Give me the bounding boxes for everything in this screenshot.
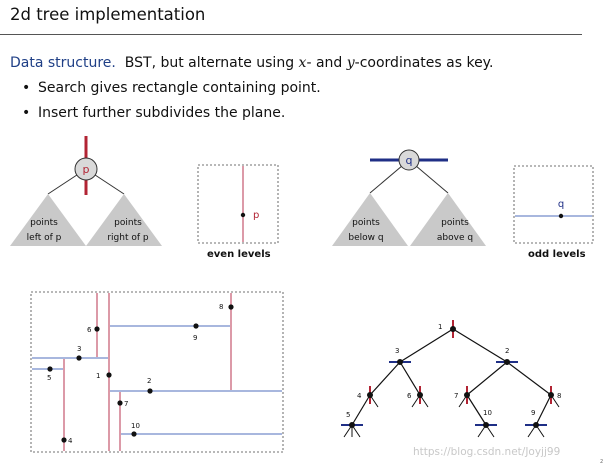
- subtree-label: points: [30, 218, 58, 228]
- tree-node-label: 8: [557, 392, 561, 400]
- plane-point-label: 3: [77, 345, 81, 353]
- tree-edge: [351, 394, 371, 426]
- tree-edge: [399, 328, 454, 363]
- tree-node-6: [417, 392, 423, 398]
- tree-node-10: [483, 422, 489, 428]
- above-subtree-triangle: [410, 193, 486, 246]
- tree-node-label: 6: [407, 392, 412, 400]
- even-level-region: p: [197, 164, 279, 244]
- tree-node-label: 9: [531, 409, 535, 417]
- intro-lead: Data structure.: [10, 55, 116, 71]
- point-q: [558, 213, 564, 219]
- point-label: q: [558, 199, 564, 210]
- tree-node-label: 7: [454, 392, 458, 400]
- tree-edge: [369, 361, 401, 396]
- bullet-text: Search gives rectangle containing point.: [38, 80, 321, 96]
- tree-edge: [466, 394, 487, 426]
- tree-node-8: [548, 392, 554, 398]
- plane-point-label: 10: [131, 422, 140, 430]
- slide-title: 2d tree implementation: [10, 5, 206, 24]
- point-label: p: [253, 210, 259, 221]
- plane-point-label: 5: [47, 374, 51, 382]
- plane-point-label: 6: [87, 326, 92, 334]
- tree-node-p: [74, 157, 98, 181]
- tree-node-label: 3: [395, 347, 399, 355]
- subtree-label: points: [114, 218, 142, 228]
- region-box: [513, 165, 594, 244]
- tree-edge: [535, 394, 552, 426]
- leaf-stubs: [343, 394, 560, 438]
- subtree-label: below q: [348, 233, 383, 243]
- tree-edge: [452, 328, 508, 363]
- tree-edge: [466, 361, 508, 396]
- plane-point-label: 4: [68, 437, 73, 445]
- subdivided-plane: 1 2 3 4 5 6 7 8 9 10: [30, 291, 284, 453]
- intro-text-a: BST, but alternate using: [124, 55, 295, 71]
- tree-node-3: [397, 359, 403, 365]
- plane-point-7: [117, 400, 123, 406]
- plane-point-label: 8: [219, 303, 223, 311]
- tree-node-1: [450, 326, 456, 332]
- tree-edge: [506, 361, 552, 396]
- plane-point-6: [94, 326, 100, 332]
- node-label: p: [83, 163, 90, 176]
- subtree-label: right of p: [107, 233, 149, 243]
- plane-point-label: 1: [96, 372, 100, 380]
- bullet-item: • Insert further subdivides the plane.: [22, 105, 285, 121]
- intro-text-b: - and: [306, 55, 343, 71]
- kd-tree: 1 2 3 4 5 6 7 8 9 10: [341, 320, 561, 438]
- subtree-label: above q: [437, 233, 473, 243]
- bullet-dot-icon: •: [22, 80, 31, 96]
- intro-line: Data structure. BST, but alternate using…: [10, 55, 493, 71]
- region-box: [197, 164, 279, 244]
- caption-odd-levels: odd levels: [528, 249, 586, 260]
- plane-point-8: [228, 304, 234, 310]
- tree-node-q: [398, 149, 420, 171]
- intro-text-c: -coordinates as key.: [354, 55, 494, 71]
- even-level-node-diagram: p points left of p points right of p: [10, 136, 162, 246]
- tree-node-label: 5: [346, 411, 350, 419]
- plane-point-5: [47, 366, 53, 372]
- subtree-label: points: [441, 218, 469, 228]
- tree-node-7: [464, 392, 470, 398]
- tree-node-5: [349, 422, 355, 428]
- right-subtree-triangle: [86, 194, 162, 246]
- plane-point-3: [76, 355, 82, 361]
- subtree-label: points: [352, 218, 380, 228]
- point-p: [240, 212, 246, 218]
- odd-level-region: q: [513, 165, 594, 244]
- bullet-item: • Search gives rectangle containing point…: [22, 80, 321, 96]
- y-variable: y: [346, 55, 355, 71]
- subtree-label: left of p: [27, 233, 62, 243]
- title-divider: [0, 34, 582, 35]
- plane-point-10: [131, 431, 137, 437]
- page-number: 2: [600, 459, 603, 465]
- node-label: q: [406, 154, 413, 167]
- below-subtree-triangle: [332, 193, 408, 246]
- tree-node-label: 2: [505, 347, 509, 355]
- left-subtree-triangle: [10, 194, 86, 246]
- tree-edge: [399, 361, 421, 396]
- tree-node-2: [504, 359, 510, 365]
- plane-point-label: 7: [124, 400, 128, 408]
- tree-node-label: 1: [438, 323, 442, 331]
- x-variable: x: [298, 55, 307, 71]
- tree-node-9: [533, 422, 539, 428]
- tree-node-4: [367, 392, 373, 398]
- bullet-dot-icon: •: [22, 105, 31, 121]
- plane-point-2: [147, 388, 153, 394]
- tree-node-label: 10: [483, 409, 492, 417]
- caption-even-levels: even levels: [207, 249, 271, 260]
- plane-point-label: 2: [147, 377, 151, 385]
- plane-point-label: 9: [193, 334, 197, 342]
- plane-point-9: [193, 323, 199, 329]
- watermark-text: https://blog.csdn.net/Joyjj99: [413, 446, 560, 458]
- plane-boundary: [30, 291, 284, 453]
- bullet-text: Insert further subdivides the plane.: [38, 105, 286, 121]
- plane-point-4: [61, 437, 67, 443]
- odd-level-node-diagram: q points below q points above q: [332, 149, 486, 246]
- plane-point-1: [106, 372, 112, 378]
- tree-node-label: 4: [357, 392, 362, 400]
